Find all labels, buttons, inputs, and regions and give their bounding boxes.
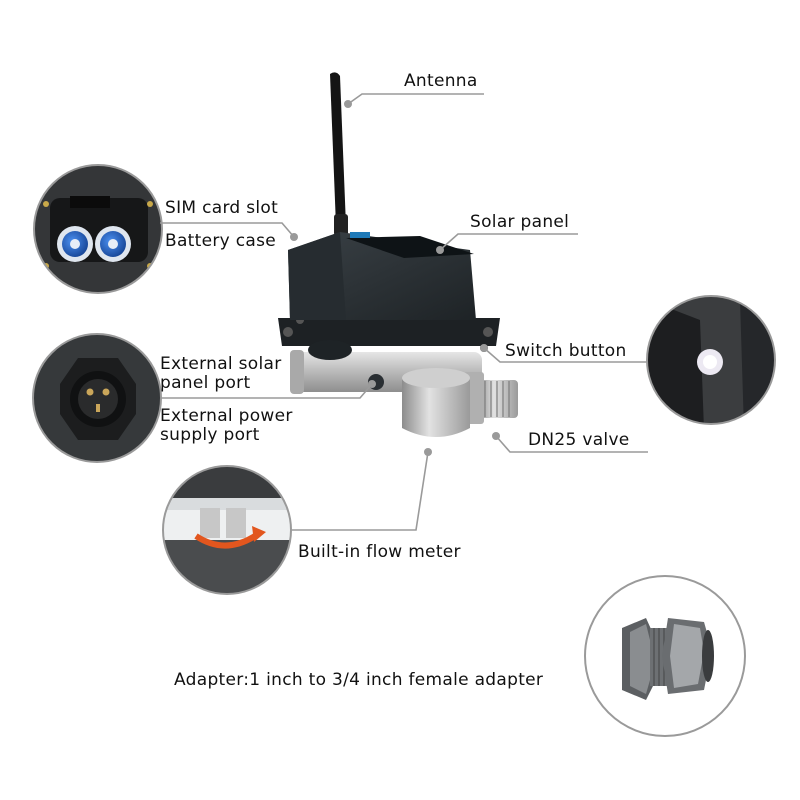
- label-external-solar-panel-port: External solar panel port: [160, 354, 282, 393]
- label-antenna: Antenna: [404, 71, 478, 91]
- label-battery-case: Battery case: [165, 231, 277, 251]
- pipe-body: [290, 350, 518, 437]
- label-solar-panel: Solar panel: [470, 212, 570, 232]
- label-built-in-flow-meter: Built-in flow meter: [298, 542, 461, 562]
- label-dn25-valve: DN25 valve: [528, 430, 630, 450]
- flow-arrow-icon: [194, 531, 260, 549]
- label-adapter: Adapter:1 inch to 3/4 inch female adapte…: [174, 670, 544, 690]
- adapter-closeup: [584, 575, 746, 737]
- sim-battery-closeup: [33, 164, 163, 294]
- label-switch-button: Switch button: [505, 341, 627, 361]
- antenna-icon: [330, 72, 348, 236]
- flow-meter-closeup: [162, 465, 292, 595]
- pipe-adapter-icon: [622, 618, 714, 700]
- switch-button-closeup: [646, 295, 776, 425]
- label-external-power-supply-port: External power supply port: [160, 406, 293, 445]
- device-housing: [278, 232, 500, 390]
- port-connector-closeup: [32, 333, 162, 463]
- label-sim-card-slot: SIM card slot: [165, 198, 279, 218]
- leader-lines: [160, 93, 648, 531]
- device-illustration: [278, 72, 518, 437]
